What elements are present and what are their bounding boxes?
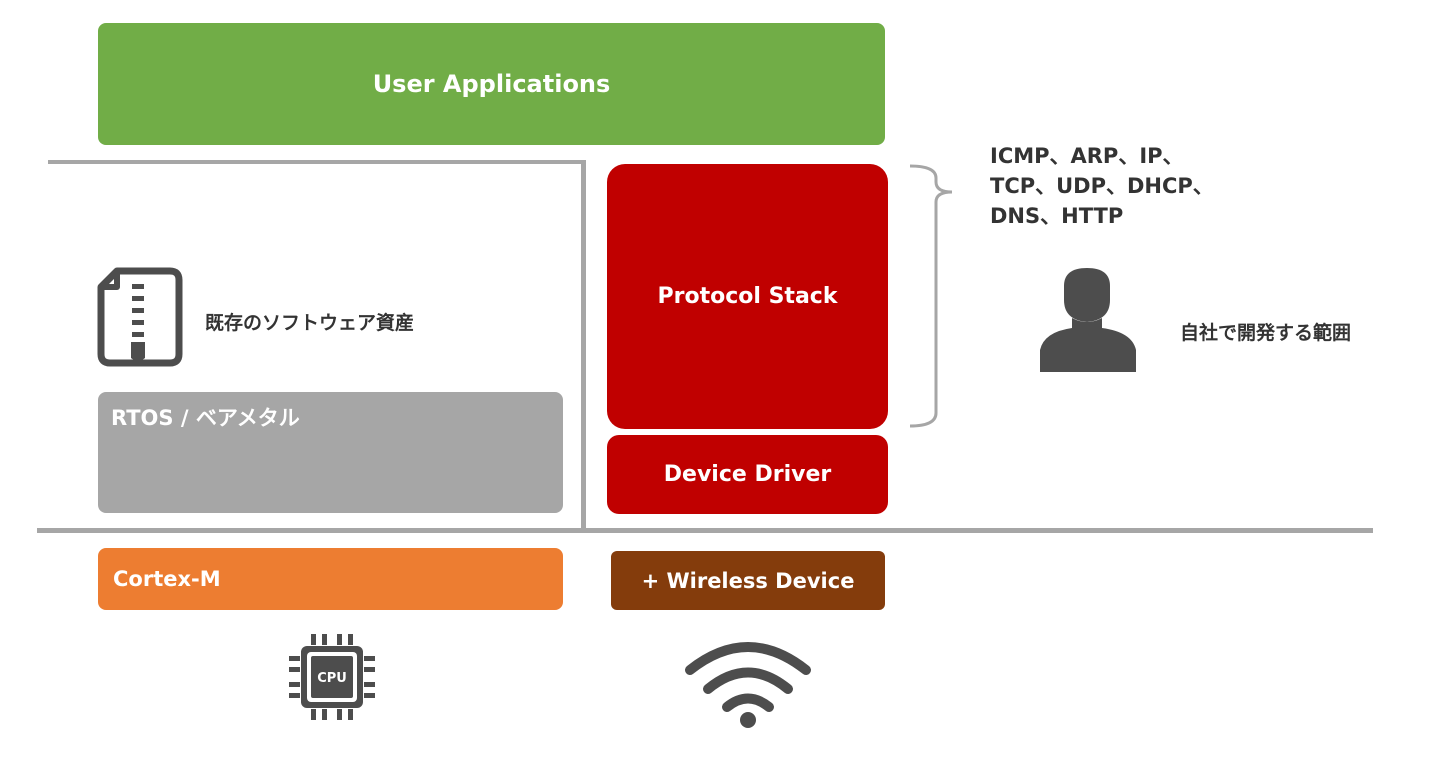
protocol-stack-block: Protocol Stack (607, 164, 888, 429)
cortex-m-block: Cortex-M (98, 548, 563, 610)
rtos-label: RTOS / ベアメタル (111, 406, 300, 430)
protocol-stack-label: Protocol Stack (657, 284, 838, 309)
user-applications-label: User Applications (372, 70, 611, 98)
wireless-device-label: + Wireless Device (641, 568, 855, 593)
person-icon (1040, 268, 1136, 372)
top-left-divider (48, 160, 586, 164)
wifi-icon (685, 642, 811, 728)
rtos-block: RTOS / ベアメタル (98, 392, 563, 513)
cpu-chip-text: CPU (317, 671, 347, 686)
user-applications-block: User Applications (98, 23, 885, 145)
zip-file-icon (97, 267, 183, 367)
vertical-divider (581, 160, 586, 529)
device-driver-block: Device Driver (607, 435, 888, 514)
protocol-list-line-1: ICMP、ARP、IP、 (990, 144, 1184, 168)
protocol-list-line-2: TCP、UDP、DHCP、 (990, 174, 1214, 198)
hardware-divider (37, 528, 1373, 533)
scope-bracket (909, 164, 953, 428)
cpu-chip-icon: CPU (289, 634, 375, 720)
device-driver-label: Device Driver (663, 462, 832, 487)
wireless-device-block: + Wireless Device (611, 551, 885, 610)
protocol-list-line-3: DNS、HTTP (990, 204, 1124, 228)
legacy-assets-label: 既存のソフトウェア資産 (205, 312, 415, 334)
development-scope-label: 自社で開発する範囲 (1180, 322, 1352, 344)
cortex-m-label: Cortex-M (113, 567, 221, 591)
